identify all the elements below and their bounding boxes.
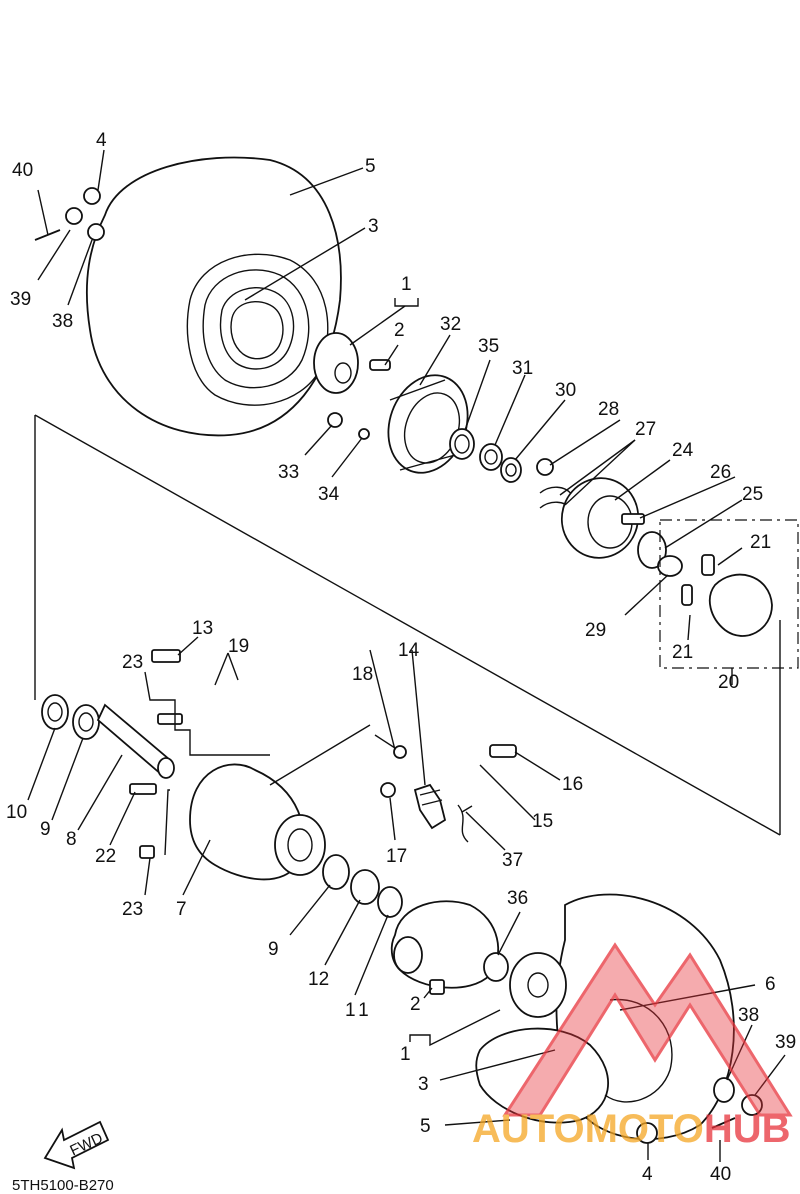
brake-lever-assembly xyxy=(380,744,517,843)
callout-5-lower: 5 xyxy=(420,1116,431,1137)
callout-13: 13 xyxy=(192,618,213,639)
callout-10: 10 xyxy=(6,802,27,823)
callout-3-lower: 3 xyxy=(418,1074,429,1095)
callout-29: 29 xyxy=(585,620,606,641)
axle-carrier-assembly xyxy=(41,649,403,918)
callout-8: 8 xyxy=(66,829,77,850)
leader-lines xyxy=(27,149,786,1162)
final-gear-case xyxy=(390,900,509,995)
callout-23-upper: 23 xyxy=(122,652,143,673)
upper-fasteners xyxy=(34,187,105,241)
watermark-text-hub: HUB xyxy=(704,1107,791,1151)
callout-4: 4 xyxy=(96,130,107,151)
callout-4-lower: 4 xyxy=(642,1164,653,1185)
callout-6: 6 xyxy=(765,974,776,995)
callout-12: 12 xyxy=(308,969,329,990)
callout-38: 38 xyxy=(52,311,73,332)
callout-36: 36 xyxy=(507,888,528,909)
callout-1: 1 xyxy=(401,274,412,295)
callout-9-left: 9 xyxy=(40,819,51,840)
callout-17: 17 xyxy=(386,846,407,867)
callout-21-lower: 21 xyxy=(672,642,693,663)
callout-27: 27 xyxy=(635,419,656,440)
automotohub-watermark: AUTOMOTOHUB xyxy=(472,942,793,1151)
brake-drum-assembly xyxy=(358,374,554,483)
lower-tire xyxy=(475,893,763,1144)
callout-3: 3 xyxy=(368,216,379,237)
callout-31: 31 xyxy=(512,358,533,379)
callout-19: 19 xyxy=(228,636,249,657)
callout-14: 14 xyxy=(398,640,420,661)
callout-39: 39 xyxy=(10,289,31,310)
callout-24: 24 xyxy=(672,440,694,461)
watermark-text-automoto: AUTOMOTO xyxy=(472,1107,704,1151)
callout-labels: 40 4 5 3 39 38 1 2 32 35 31 30 28 27 24 … xyxy=(6,130,796,1185)
callout-28: 28 xyxy=(598,399,619,420)
callout-11: 11 xyxy=(345,1000,373,1021)
callout-38-lower: 38 xyxy=(738,1005,759,1026)
callout-35: 35 xyxy=(478,336,499,357)
callout-30: 30 xyxy=(555,380,576,401)
callout-34: 34 xyxy=(318,484,340,505)
callout-16: 16 xyxy=(562,774,583,795)
brake-plate-assembly xyxy=(539,477,799,669)
callout-18: 18 xyxy=(352,664,373,685)
callout-1-lower: 1 xyxy=(400,1044,411,1065)
fwd-arrow: FWD xyxy=(43,1120,110,1170)
callout-37: 37 xyxy=(502,850,523,871)
callout-26: 26 xyxy=(710,462,731,483)
callout-20: 20 xyxy=(718,672,739,693)
callout-2: 2 xyxy=(394,320,405,341)
callout-15: 15 xyxy=(532,811,553,832)
alignment-lines xyxy=(34,414,781,836)
upper-hub xyxy=(313,332,391,428)
callout-21-upper: 21 xyxy=(750,532,771,553)
callout-39-lower: 39 xyxy=(775,1032,796,1053)
callout-33: 33 xyxy=(278,462,299,483)
callout-32: 32 xyxy=(440,314,461,335)
callout-5: 5 xyxy=(365,156,376,177)
diagram-code: 5TH5100-B270 xyxy=(12,1177,114,1194)
svg-text:AUTOMOTOHUB: AUTOMOTOHUB xyxy=(472,1107,791,1151)
callout-2-lower: 2 xyxy=(410,994,421,1015)
upper-tire xyxy=(85,156,342,437)
callout-9-right: 9 xyxy=(268,939,279,960)
callout-7: 7 xyxy=(176,899,187,920)
fwd-arrow-icon xyxy=(43,1120,110,1170)
watermark-logo-icon xyxy=(502,942,793,1117)
callout-22: 22 xyxy=(95,846,116,867)
callout-40: 40 xyxy=(12,160,33,181)
callout-23-lower: 23 xyxy=(122,899,143,920)
callout-40-lower: 40 xyxy=(710,1164,731,1185)
callout-25: 25 xyxy=(742,484,763,505)
